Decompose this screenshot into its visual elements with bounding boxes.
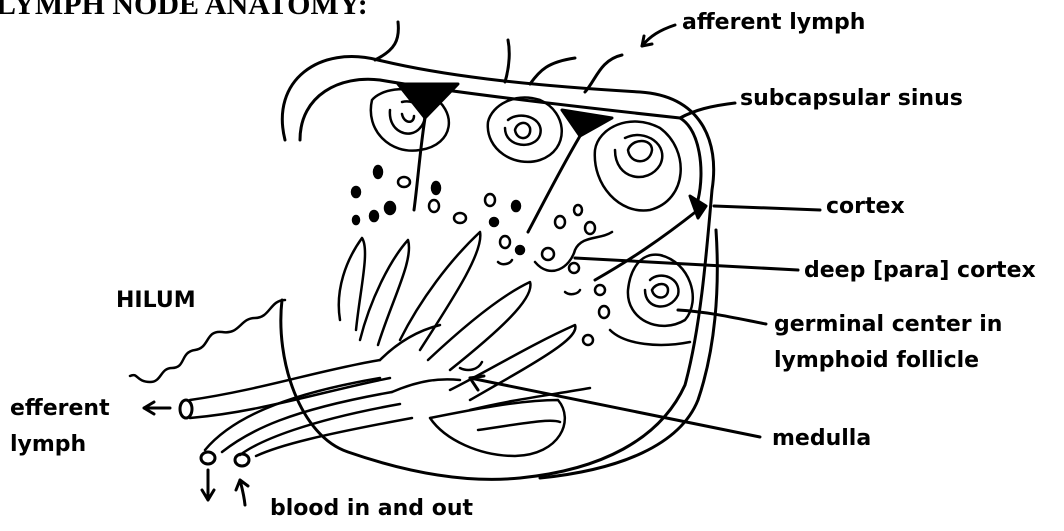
blood-out-arrow (202, 470, 214, 500)
leader-deep-cortex (575, 258, 798, 270)
follicle-4 (628, 255, 693, 326)
right-capsule-inner (540, 230, 717, 478)
afferent-vessel-1 (375, 22, 398, 60)
afferent-vessel-3 (530, 58, 575, 84)
label-efferent-line2: lymph (10, 430, 86, 460)
label-germinal-center-line1: germinal center in (774, 310, 1002, 340)
afferent-vessel-4 (585, 55, 622, 92)
afferent-vessel-2 (505, 40, 509, 82)
paracortex-boundary (535, 232, 612, 271)
label-cortex: cortex (826, 192, 905, 222)
cortex-cells (352, 166, 609, 345)
leader-medulla-arrow (470, 376, 484, 390)
efferent-tube-end (180, 400, 192, 418)
page-title: LYMPH NODE ANATOMY: (0, 0, 368, 22)
label-germinal-center-line2: lymphoid follicle (774, 346, 979, 376)
blood-vessel-end-2 (235, 454, 249, 466)
label-afferent-lymph: afferent lymph (682, 8, 865, 38)
leader-cortex (714, 206, 820, 210)
label-blood-in-and-out: blood in and out (270, 494, 473, 524)
label-hilum: HILUM (116, 286, 196, 316)
efferent-arrow (144, 402, 170, 414)
blood-in-arrow (236, 480, 248, 505)
blood-vessel-end-1 (201, 452, 215, 464)
label-deep-cortex: deep [para] cortex (804, 256, 1036, 286)
label-subcapsular-sinus: subcapsular sinus (740, 84, 963, 114)
leader-medulla (470, 378, 760, 437)
medullary-cords (339, 232, 590, 456)
hilum-vessels (190, 325, 460, 456)
paracortex-boundary-2 (610, 330, 690, 345)
subcapsular-sinus-line (300, 79, 701, 200)
label-medulla: medulla (772, 424, 871, 454)
label-efferent-line1: efferent (10, 394, 110, 424)
leader-germinal (678, 310, 766, 324)
follicle-3 (595, 122, 681, 211)
afferent-arrow (642, 25, 675, 46)
follicle-2 (488, 98, 562, 162)
